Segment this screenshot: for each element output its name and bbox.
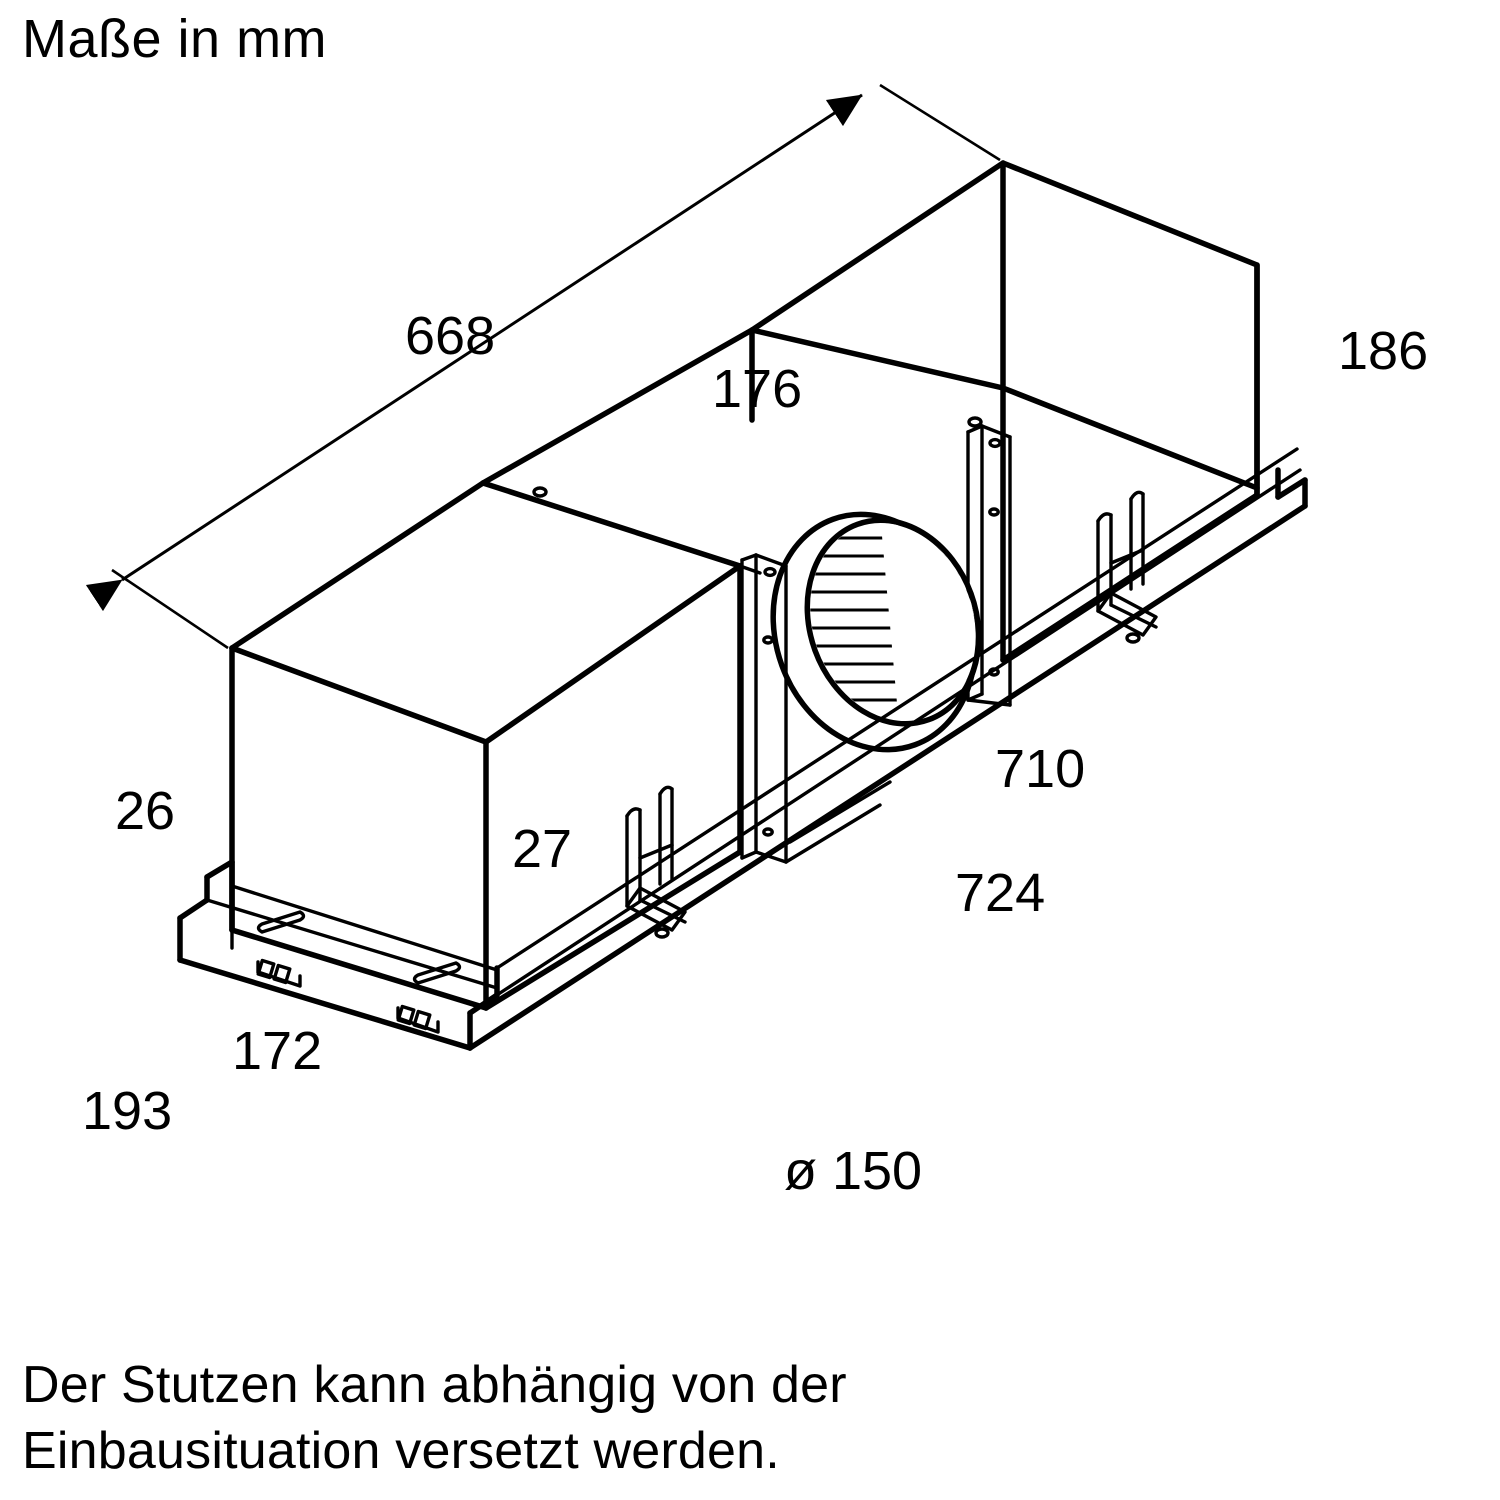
rim-slots bbox=[256, 910, 462, 1034]
dimension-label-27: 27 bbox=[512, 819, 573, 879]
dimension-label-193: 193 bbox=[82, 1081, 173, 1141]
dimension-label-176: 176 bbox=[712, 359, 803, 419]
caption-line-1: Der Stutzen kann abhängig von der bbox=[22, 1356, 847, 1414]
dimension-label-diameter-150: ø 150 bbox=[784, 1141, 923, 1201]
caption-line-2: Einbausituation versetzt werden. bbox=[22, 1422, 780, 1480]
dimension-label-724: 724 bbox=[955, 863, 1046, 923]
dimension-label-26: 26 bbox=[115, 781, 176, 841]
spring-clip-left bbox=[625, 785, 687, 939]
spring-clip-right bbox=[1096, 490, 1158, 644]
caption-block: Der Stutzen kann abhängig von der Einbau… bbox=[22, 1352, 847, 1484]
hood-body-geometry bbox=[177, 160, 1308, 1051]
dimension-label-172: 172 bbox=[232, 1021, 323, 1081]
dimension-668 bbox=[85, 83, 1001, 650]
dimension-label-668: 668 bbox=[405, 306, 496, 366]
page-title: Maße in mm bbox=[22, 9, 328, 69]
dimension-label-186: 186 bbox=[1338, 321, 1429, 381]
dimension-label-710: 710 bbox=[995, 739, 1086, 799]
